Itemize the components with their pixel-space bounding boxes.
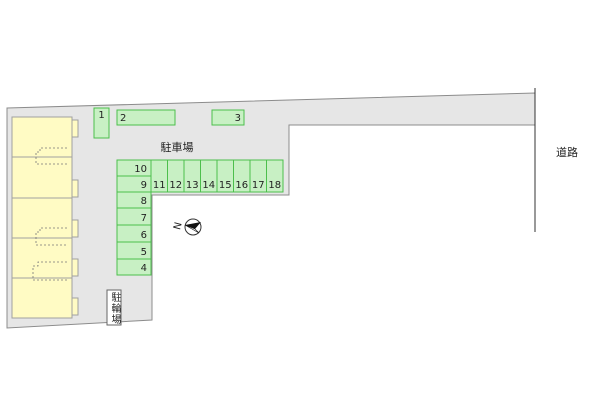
apartment-building — [11, 116, 79, 319]
parking-space-label: 2 — [120, 113, 126, 124]
parking-space-label: 12 — [169, 180, 182, 191]
parking-space-18 — [266, 159, 284, 193]
apartment-unit — [11, 116, 73, 158]
unit-balcony — [71, 119, 79, 138]
parking-space-label: 5 — [141, 247, 147, 258]
apartment-unit — [11, 156, 73, 199]
unit-balcony — [71, 297, 79, 316]
parking-space-label: 6 — [141, 230, 147, 241]
parking-space-label: 9 — [141, 180, 147, 191]
apartment-unit — [11, 197, 73, 239]
parking-space-label: 4 — [141, 263, 147, 274]
parking-space-2 — [116, 109, 176, 126]
unit-interior-outline — [32, 261, 67, 281]
parking-space-3 — [211, 109, 245, 126]
unit-balcony — [71, 179, 79, 198]
north-arrow-icon: N — [172, 218, 202, 236]
parking-space-label: 16 — [235, 180, 248, 191]
parking-space-label: 13 — [186, 180, 199, 191]
apartment-unit — [11, 277, 73, 319]
parking-spaces: 1 2 3 10 9 8 7 6 5 4 11 12 — [93, 107, 284, 276]
parking-space-1 — [93, 107, 110, 139]
parking-space-label: 1 — [98, 110, 104, 121]
parking-lot-area — [6, 92, 536, 329]
bicycle-parking-label: 駐輪場 — [109, 291, 120, 325]
parking-space-label: 3 — [235, 113, 241, 124]
parking-space-label: 14 — [202, 180, 215, 191]
parking-space-label: 18 — [268, 180, 281, 191]
unit-interior-outline — [35, 227, 67, 246]
parking-space-label: 10 — [134, 164, 147, 175]
parking-space-label: 7 — [141, 213, 147, 224]
bicycle-parking-area — [106, 289, 122, 326]
unit-interior-outline — [35, 147, 67, 165]
parking-space-label: 8 — [141, 196, 147, 207]
parking-space-label: 11 — [153, 180, 166, 191]
parking-space-4 — [116, 258, 152, 276]
parking-lot-label: 駐車場 — [161, 140, 194, 154]
north-label: N — [172, 221, 185, 231]
parking-space-label: 15 — [219, 180, 232, 191]
unit-balcony — [71, 258, 79, 277]
parking-space-label: 17 — [252, 180, 265, 191]
unit-balcony — [71, 219, 79, 238]
road-label: 道路 — [556, 145, 578, 159]
apartment-unit — [11, 237, 73, 279]
